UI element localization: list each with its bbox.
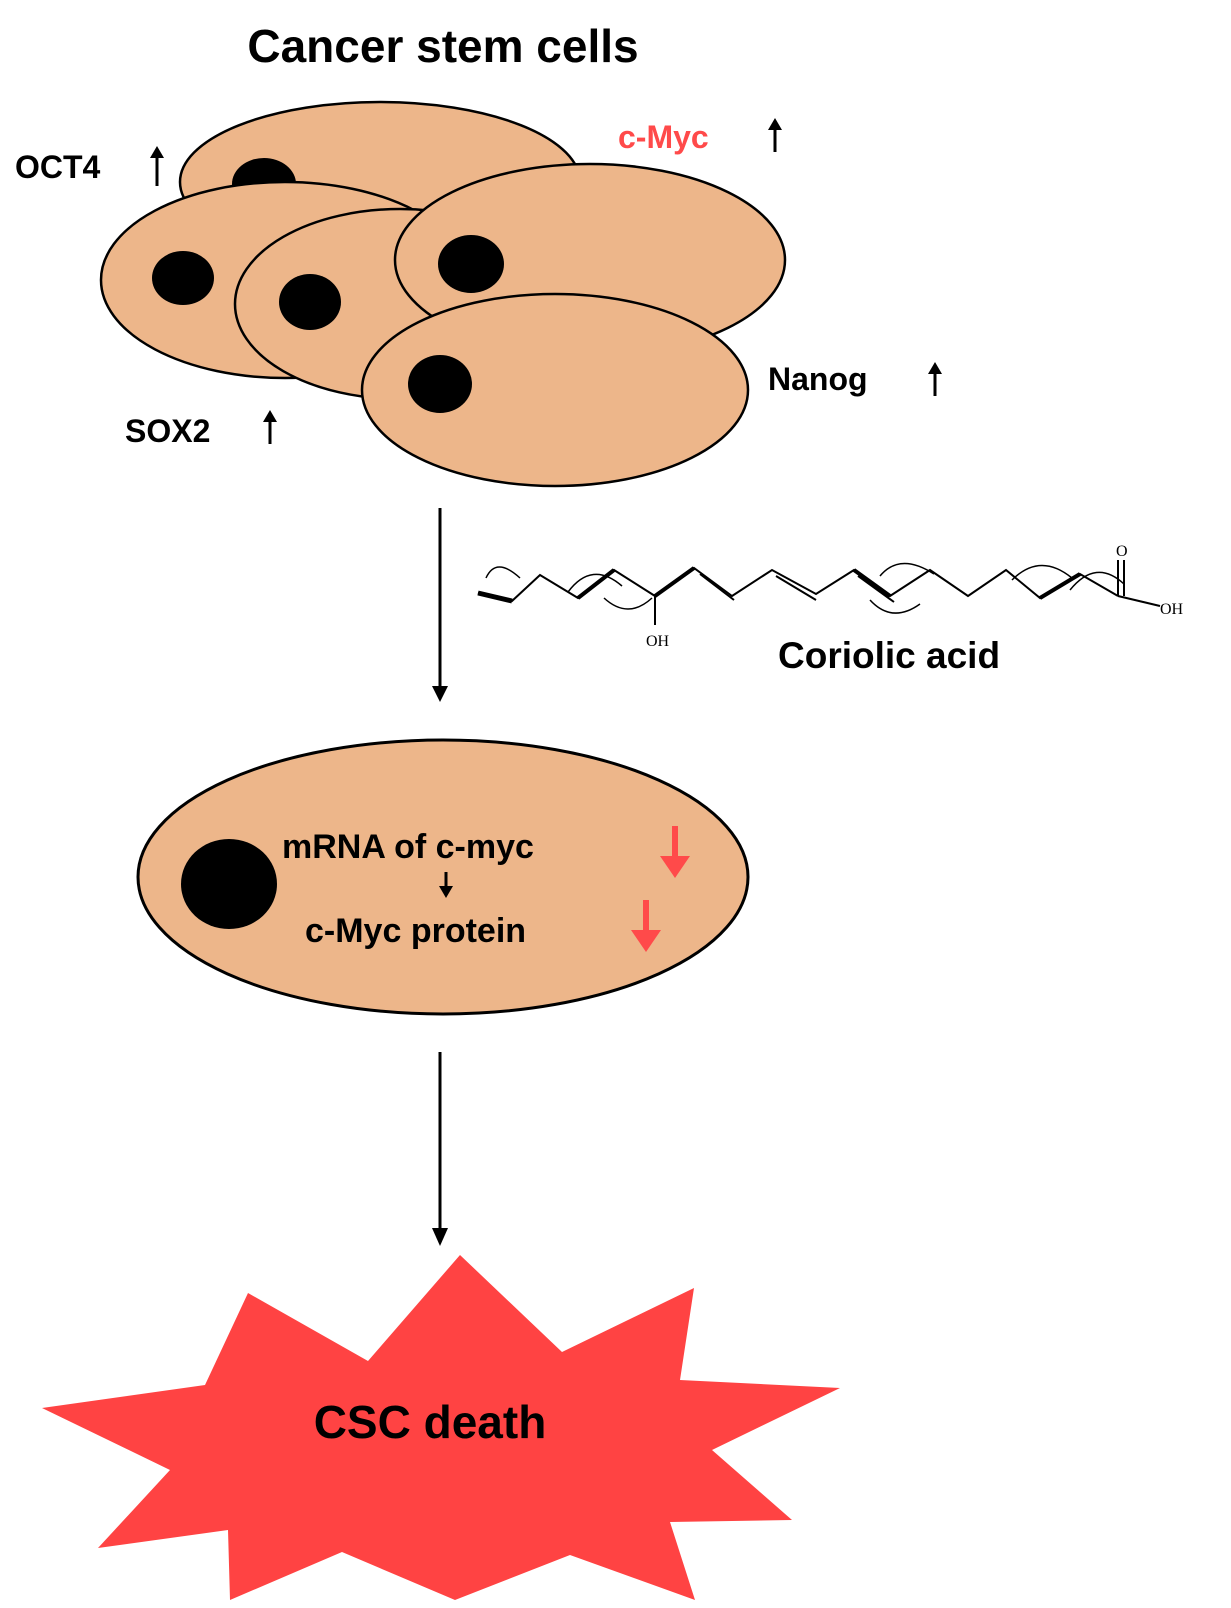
marker-label: Nanog bbox=[768, 361, 868, 397]
marker-oct4: OCT4 bbox=[15, 146, 164, 186]
treated-cell bbox=[136, 738, 750, 1016]
carbonyl-label: O bbox=[1116, 543, 1128, 560]
protein-label: c-Myc protein bbox=[305, 912, 526, 950]
nucleus bbox=[181, 839, 277, 929]
up-arrow-icon bbox=[150, 146, 164, 186]
marker-c-myc: c-Myc bbox=[618, 118, 782, 155]
down-arrow-icon bbox=[660, 826, 690, 878]
outcome-label: CSC death bbox=[314, 1396, 547, 1448]
compound-name: Coriolic acid bbox=[778, 635, 1000, 676]
marker-label: OCT4 bbox=[15, 149, 101, 185]
small-down-arrow-icon bbox=[439, 872, 453, 898]
nucleus bbox=[279, 274, 341, 330]
nucleus bbox=[438, 235, 504, 293]
diagram-title: Cancer stem cells bbox=[247, 20, 638, 72]
flow-arrow bbox=[432, 1052, 448, 1246]
marker-label: c-Myc bbox=[618, 119, 709, 155]
up-arrow-icon bbox=[928, 362, 942, 396]
flow-arrow bbox=[432, 508, 448, 702]
marker-nanog: Nanog bbox=[768, 361, 942, 397]
marker-label: SOX2 bbox=[125, 413, 210, 449]
coriolic-acid-structure bbox=[477, 560, 1161, 625]
cell-death-burst bbox=[42, 1255, 840, 1600]
nucleus bbox=[408, 355, 472, 413]
up-arrow-icon bbox=[263, 410, 277, 444]
nucleus bbox=[152, 251, 214, 305]
acid-hydroxyl-label: OH bbox=[1160, 601, 1184, 618]
down-arrow-icon bbox=[631, 900, 661, 952]
hydroxyl-label: OH bbox=[646, 633, 670, 650]
up-arrow-icon bbox=[768, 118, 782, 152]
mrna-label: mRNA of c-myc bbox=[282, 828, 534, 866]
stem-cell-cluster bbox=[99, 100, 787, 488]
stem-cell bbox=[360, 292, 750, 488]
marker-sox2: SOX2 bbox=[125, 410, 277, 449]
